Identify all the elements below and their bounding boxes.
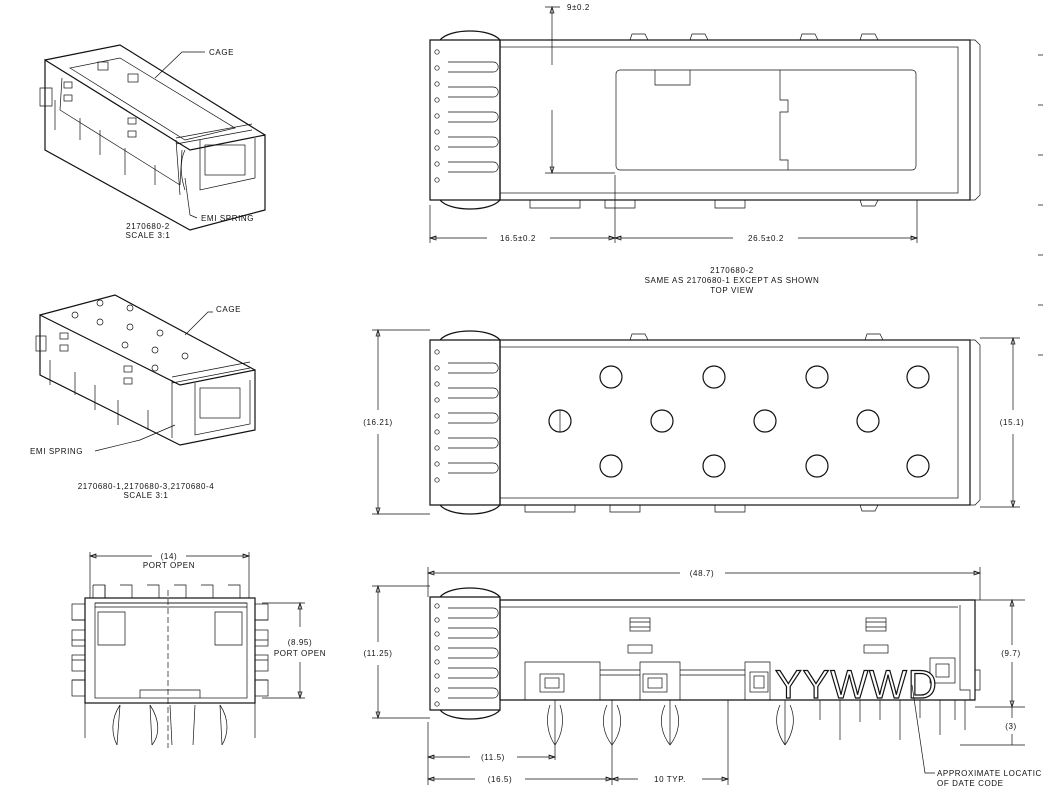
top-view-2170680-1: (16.21) (15.1) xyxy=(363,328,1025,516)
iso1-part-number: 2170680-2 xyxy=(126,222,170,231)
date-code-note-2: OF DATE CODE xyxy=(937,779,1004,788)
dim-port-open-height: PORT OPEN xyxy=(274,649,326,658)
top-view-title: TOP VIEW xyxy=(710,286,754,295)
top-view-note: SAME AS 2170680-1 EXCEPT AS SHOWN xyxy=(645,276,820,285)
dim-3: (3) xyxy=(1005,722,1017,731)
top-view-part-number: 2170680-2 xyxy=(710,266,754,275)
emi-spring-label-1: EMI SPRING xyxy=(201,214,254,223)
dim-14: (14) xyxy=(161,552,178,561)
dim-9-7: (9.7) xyxy=(1001,649,1020,658)
dim-15-1: (15.1) xyxy=(1000,418,1025,427)
front-view: (14) PORT OPEN (8.95) PORT OPEN xyxy=(71,552,326,748)
side-view: YYWWD (48.7) (11.25) (9.7) (3) (11.5) (1… xyxy=(364,567,1042,788)
cage-label-1: CAGE xyxy=(209,48,234,57)
dim-16-21: (16.21) xyxy=(363,418,393,427)
iso1-scale: SCALE 3:1 xyxy=(126,231,171,240)
dim-48-7: (48.7) xyxy=(690,569,715,578)
iso2-part-numbers: 2170680-1,2170680-3,2170680-4 xyxy=(78,482,215,491)
dim-16-5: 16.5±0.2 xyxy=(500,234,536,243)
dim-26-5: 26.5±0.2 xyxy=(748,234,784,243)
isometric-view-2170680-1: CAGE EMI SPRING 2170680-1,2170680-3,2170… xyxy=(30,294,256,500)
dim-11-25: (11.25) xyxy=(364,649,393,658)
isometric-view-2170680-2: CAGE EMI SPRING 2170680-2 SCALE 3:1 xyxy=(39,44,266,240)
dim-11-5: (11.5) xyxy=(481,753,505,762)
date-code-marking: YYWWD xyxy=(775,663,938,707)
sheet-border-ticks xyxy=(1038,54,1043,356)
dim-9: 9±0.2 xyxy=(567,3,590,12)
top-view-2170680-2: 9±0.2 16.5±0.2 26.5±0.2 2170680-2 SAME A… xyxy=(428,3,981,295)
iso2-scale: SCALE 3:1 xyxy=(124,491,169,500)
dim-8-95: (8.95) xyxy=(288,638,313,647)
dim-16-5-side: (16.5) xyxy=(488,775,513,784)
cage-label-2: CAGE xyxy=(216,305,241,314)
dim-10-typ: 10 TYP. xyxy=(654,775,686,784)
date-code-note-1: APPROXIMATE LOCATIC xyxy=(937,769,1042,778)
dim-port-open-width: PORT OPEN xyxy=(143,561,195,570)
emi-spring-label-2: EMI SPRING xyxy=(30,447,83,456)
